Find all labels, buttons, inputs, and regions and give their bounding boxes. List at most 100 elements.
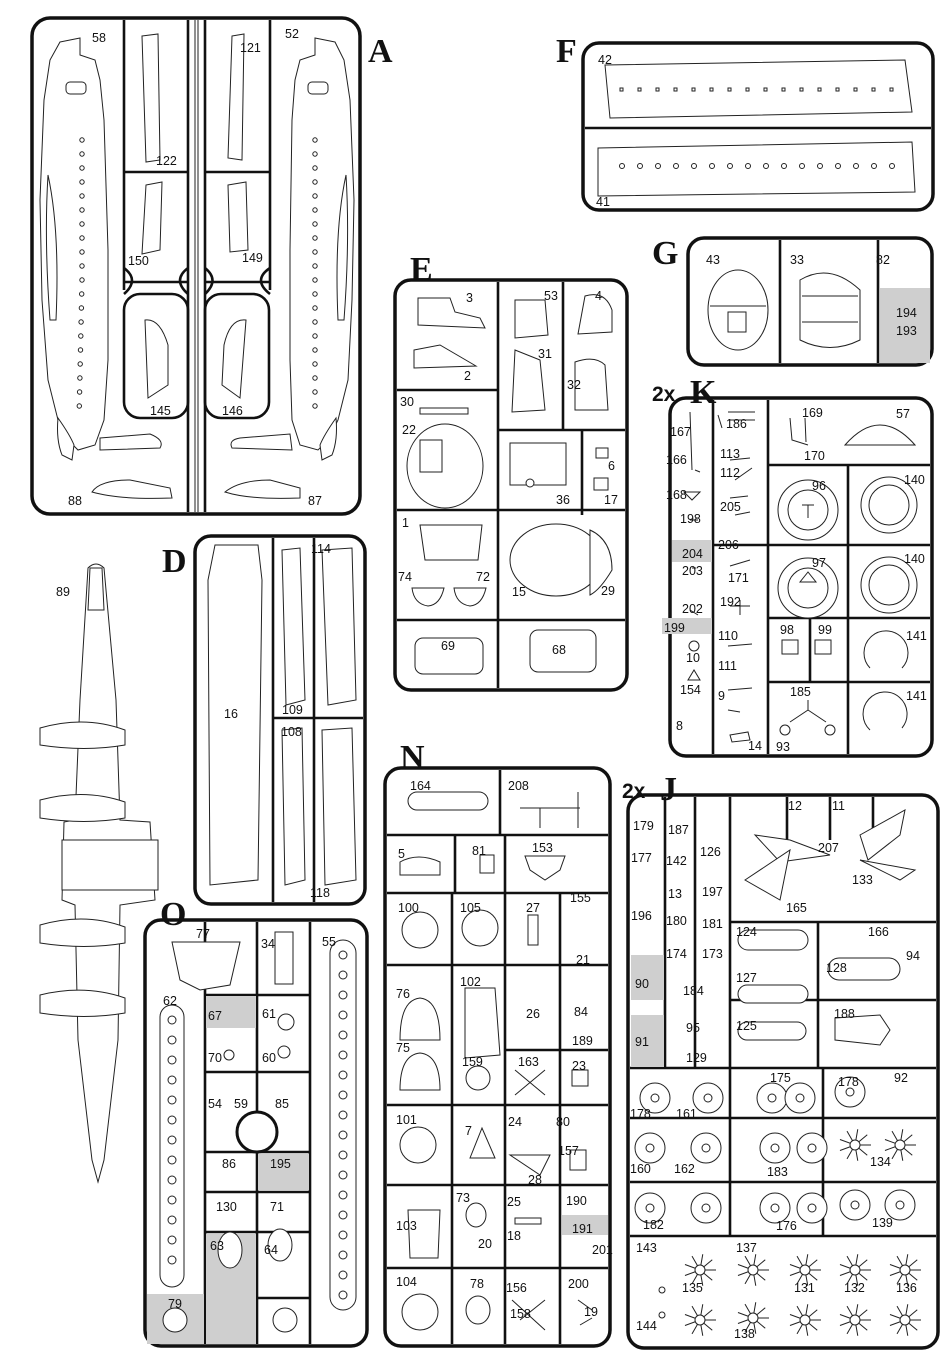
sprue-j-part-label: 135 [682, 1281, 703, 1295]
sprue-a-letter: A [368, 33, 393, 70]
sprue-n-part-label: 23 [572, 1059, 586, 1073]
sprue-j-part-label: 179 [633, 819, 654, 833]
sprue-j-part-label: 183 [767, 1165, 788, 1179]
sprue-e-part-label: 32 [567, 378, 581, 392]
sprue-o-part-label: 59 [234, 1097, 248, 1111]
sprue-j-part-label: 127 [736, 971, 757, 985]
sprue-o-part-label: 70 [208, 1051, 222, 1065]
sprue-k-multiplier: 2x [652, 383, 676, 406]
sprue-k-part-label: 110 [718, 629, 738, 643]
sprue-n-part-label: 163 [518, 1055, 539, 1069]
sprue-d [193, 534, 367, 906]
sprue-a-part-label: 58 [92, 31, 106, 45]
sprue-k-part-label: 98 [780, 623, 794, 637]
sprue-j-part-label: 13 [668, 887, 682, 901]
sprue-e-part-label: 74 [398, 570, 412, 584]
sprue-e-part-label: 2 [464, 369, 471, 383]
sprue-k-part-label: 10 [686, 651, 700, 665]
sprue-n-part-label: 84 [574, 1005, 588, 1019]
sprue-j-part-label: 188 [834, 1007, 855, 1021]
sprue-k-letter: K [690, 374, 717, 411]
sprue-e-part-label: 29 [601, 584, 615, 598]
sprue-j-part-label: 160 [630, 1162, 651, 1176]
sprue-n-part-label: 191 [572, 1222, 593, 1236]
sprue-j-part-label: 11 [832, 799, 845, 813]
floor-panel-42 [604, 59, 913, 119]
sprue-k-part-label: 97 [812, 556, 826, 570]
sprue-k-part-label: 14 [748, 739, 762, 753]
sprue-k-part-label: 154 [680, 683, 701, 697]
sprue-k [662, 396, 934, 758]
sprue-e-letter: E [410, 251, 433, 288]
sprue-k-part-label: 169 [802, 406, 823, 420]
sprue-j-part-label: 139 [872, 1216, 893, 1230]
sprue-k-part-label: 206 [718, 538, 739, 552]
sprue-k-part-label: 140 [904, 473, 925, 487]
sprue-n-part-label: 156 [506, 1281, 527, 1295]
sprue-o-part-label: 61 [262, 1007, 276, 1021]
sprue-e-part-label: 69 [441, 639, 455, 653]
sprue-e-part-label: 17 [604, 493, 618, 507]
fuselage-right-half [289, 37, 355, 451]
sprue-o [143, 918, 369, 1348]
sprue-n [383, 766, 612, 1348]
sprue-n-part-label: 21 [576, 953, 590, 967]
sprue-g [686, 236, 934, 367]
sprue-n-part-label: 78 [470, 1277, 484, 1291]
sprue-j-part-label: 138 [734, 1327, 755, 1341]
sprue-j-part-label: 128 [826, 961, 847, 975]
sprue-n-part-label: 164 [410, 779, 431, 793]
sprue-k-part-label: 140 [904, 552, 925, 566]
sprue-n-part-label: 24 [508, 1115, 522, 1129]
sprue-j-part-label: 184 [683, 984, 704, 998]
sprue-j-part-label: 95 [686, 1021, 700, 1035]
sprue-j-letter: J [660, 771, 677, 808]
sprue-n-part-label: 190 [566, 1194, 587, 1208]
sprue-n-part-label: 26 [526, 1007, 540, 1021]
sprue-a-part-label: 52 [285, 27, 299, 41]
sprue-o-part-label: 62 [163, 994, 177, 1008]
sprue-j-part-label: 133 [852, 873, 873, 887]
sprue-a-part-label: 87 [308, 494, 322, 508]
sprue-o-part-label: 77 [196, 927, 210, 941]
sprue-j-part-label: 126 [700, 845, 721, 859]
sprue-loose-part-label: 89 [56, 585, 70, 599]
sprue-n-part-label: 19 [584, 1305, 598, 1319]
sprue-j-part-label: 176 [776, 1219, 797, 1233]
sprue-f-part-label: 42 [598, 53, 612, 67]
sprue-n-part-label: 200 [568, 1277, 589, 1291]
sprue-k-part-label: 141 [906, 689, 927, 703]
sprue-n-part-label: 103 [396, 1219, 417, 1233]
sprue-e-part-label: 72 [476, 570, 490, 584]
sprue-o-part-label: 64 [264, 1243, 278, 1257]
sprue-e-part-label: 15 [512, 585, 526, 599]
sprue-n-part-label: 104 [396, 1275, 417, 1289]
sprue-d-letter: D [162, 543, 187, 580]
sprue-j-part-label: 175 [770, 1071, 791, 1085]
sprue-j-part-label: 134 [870, 1155, 891, 1169]
sprue-j-part-label: 12 [788, 799, 802, 813]
sprue-e-part-label: 22 [402, 423, 416, 437]
sprue-d-part-label: 114 [311, 542, 331, 556]
sprue-n-part-label: 18 [507, 1229, 521, 1243]
sprue-f-letter: F [556, 33, 577, 70]
sprue-n-part-label: 157 [558, 1144, 579, 1158]
sprue-j-part-label: 180 [666, 914, 687, 928]
sprue-k-part-label: 9 [718, 689, 725, 703]
sprue-j-part-label: 132 [844, 1281, 865, 1295]
sprue-n-part-label: 20 [478, 1237, 492, 1251]
sprue-o-part-label: 130 [216, 1200, 237, 1214]
sprue-g-part-label: 33 [790, 253, 804, 267]
sprue-j-part-label: 92 [894, 1071, 908, 1085]
fuselage-left-half [39, 37, 109, 451]
sprue-o-part-label: 195 [270, 1157, 291, 1171]
sprue-o-part-label: 55 [322, 935, 336, 949]
sprue-j-part-label: 142 [666, 854, 687, 868]
sprue-j-part-label: 143 [636, 1241, 657, 1255]
sprue-k-part-label: 167 [670, 425, 691, 439]
sprue-g-part-label: 43 [706, 253, 720, 267]
sprue-j-part-label: 173 [702, 947, 723, 961]
sprue-f [581, 41, 935, 212]
sprue-j-part-label: 177 [631, 851, 652, 865]
sprue-o-part-label: 71 [270, 1200, 284, 1214]
